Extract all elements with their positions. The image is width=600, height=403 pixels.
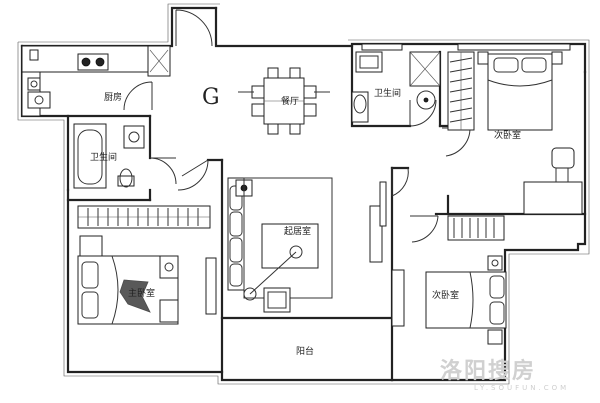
label-bath-left: 卫生间 xyxy=(90,151,117,163)
bottom-right-bedroom-furniture xyxy=(425,215,507,345)
label-living: 起居室 xyxy=(284,225,311,237)
room-labels: G 厨房 餐厅 卫生间 卫生间 次卧室 起居室 主卧室 次卧室 阳台 xyxy=(90,85,521,357)
outer-walls xyxy=(17,3,590,385)
windows xyxy=(205,43,571,327)
label-bedroom-bottom-right: 次卧室 xyxy=(432,289,459,301)
watermark: 洛阳搜房 LY.SOUFUN.COM xyxy=(440,358,569,392)
living-room-furniture xyxy=(227,177,333,313)
master-bedroom-furniture xyxy=(77,205,211,325)
watermark-brand: 洛阳搜房 xyxy=(440,358,536,384)
top-right-bedroom-furniture xyxy=(447,51,583,215)
dining-table-set xyxy=(238,67,330,135)
label-bath-right: 卫生间 xyxy=(374,87,401,99)
label-master: 主卧室 xyxy=(128,287,155,299)
label-dining: 餐厅 xyxy=(281,95,299,107)
entry-marker-g: G xyxy=(202,85,220,110)
label-balcony: 阳台 xyxy=(296,345,314,357)
label-kitchen: 厨房 xyxy=(104,91,122,103)
right-bath-fixtures xyxy=(351,51,441,123)
kitchen-fixtures xyxy=(21,45,171,117)
watermark-url: LY.SOUFUN.COM xyxy=(474,384,569,392)
label-bedroom-top-right: 次卧室 xyxy=(494,129,521,141)
doors xyxy=(123,9,471,243)
left-bath-fixtures xyxy=(73,123,145,189)
